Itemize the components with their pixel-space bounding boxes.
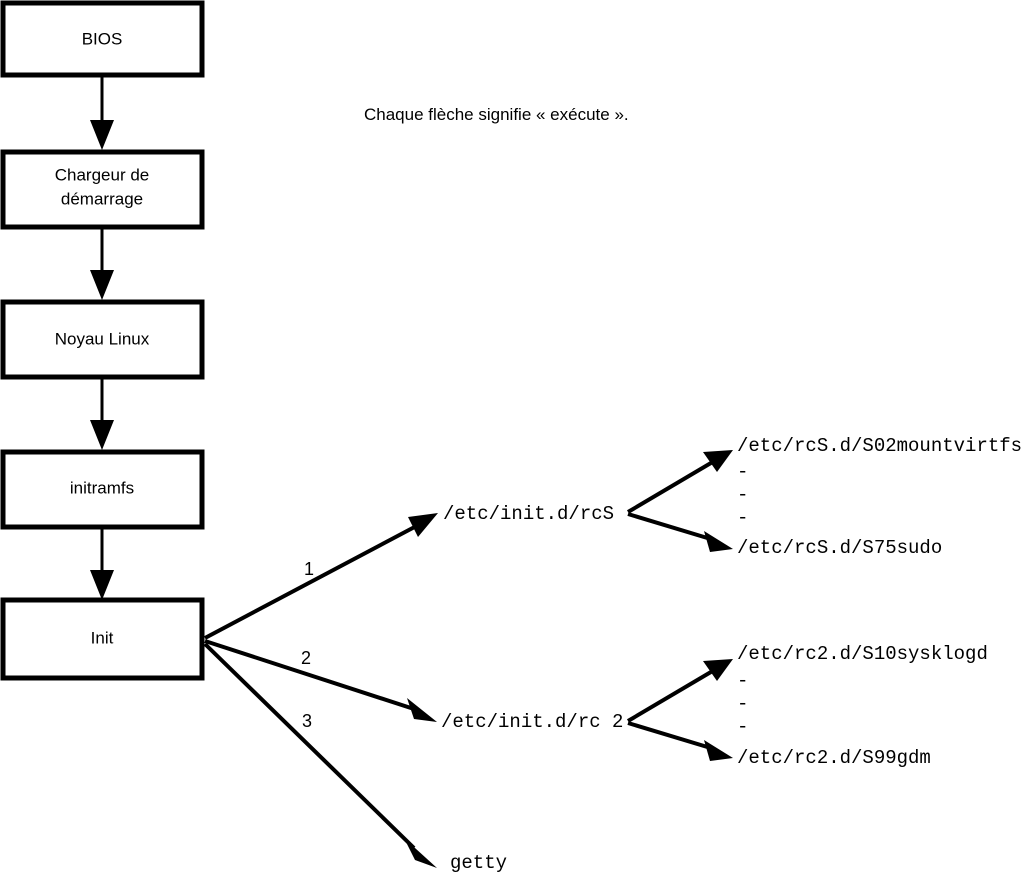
arrow-shaft [204, 639, 415, 711]
node-bios: BIOS [0, 0, 205, 78]
rc2-ellipsis-dash-3: - [737, 716, 748, 738]
rcs-ellipsis-dash-2: - [737, 484, 748, 506]
node-bios-label: BIOS [82, 29, 123, 48]
arrow-initramfs-to-init [90, 527, 114, 600]
label-etc-initd-rc2: /etc/init.d/rc 2 [441, 711, 623, 733]
arrow-shaft [627, 512, 715, 542]
arrow-head [704, 531, 733, 552]
node-initramfs: initramfs [0, 449, 205, 530]
arrow-init-to-rcs [204, 513, 438, 640]
node-init-box [0, 597, 205, 681]
arrow-head [703, 450, 733, 472]
node-bootloader: Chargeur de démarrage [0, 149, 205, 230]
arrow-init-to-rc2 [204, 639, 437, 722]
label-rc2-d-s99gdm: /etc/rc2.d/S99gdm [737, 747, 931, 769]
branch-number-3: 3 [302, 711, 312, 731]
arrow-bootloader-to-kernel [90, 227, 114, 300]
branch-number-1: 1 [304, 559, 314, 579]
node-kernel-label: Noyau Linux [55, 329, 150, 348]
rc2-ellipsis-dash-2: - [737, 693, 748, 715]
rcs-ellipsis-dash-1: - [737, 461, 748, 483]
node-bootloader-box [0, 149, 205, 230]
label-etc-initd-rcs: /etc/init.d/rcS [443, 503, 614, 525]
arrow-head [90, 120, 114, 150]
rcs-ellipsis-dash-3: - [737, 507, 748, 529]
arrow-head [704, 740, 733, 761]
arrow-rc2-to-first-script [626, 659, 733, 723]
arrow-rcs-to-first-script [626, 450, 733, 514]
arrow-shaft [626, 458, 718, 514]
arrow-init-to-getty [203, 642, 437, 868]
arrow-shaft [204, 520, 425, 640]
node-initramfs-label: initramfs [70, 478, 134, 497]
arrow-kernel-to-initramfs [90, 377, 114, 450]
arrow-head [408, 513, 438, 537]
arrow-head [703, 659, 733, 681]
node-kernel-box [0, 299, 205, 380]
arrow-rcs-to-last-script [627, 512, 733, 552]
arrow-head [90, 270, 114, 300]
label-rc2-d-s10sysklogd: /etc/rc2.d/S10sysklogd [737, 643, 988, 665]
arrow-head [404, 838, 437, 868]
node-bootloader-label-line2: démarrage [61, 189, 143, 208]
arrow-head [90, 420, 114, 450]
arrow-shaft [626, 667, 718, 723]
label-getty: getty [450, 852, 507, 874]
arrow-head [90, 570, 114, 600]
node-kernel: Noyau Linux [0, 299, 205, 380]
arrow-head [407, 698, 437, 722]
node-init-label: Init [91, 628, 114, 647]
arrow-shaft [627, 721, 715, 751]
arrow-rc2-to-last-script [627, 721, 733, 761]
caption-label: Chaque flèche signifie « exécute ». [364, 105, 629, 124]
node-init: Init [0, 597, 205, 681]
label-rcs-d-s02mountvirtfs: /etc/rcS.d/S02mountvirtfs [737, 435, 1022, 457]
rc2-ellipsis-dash-1: - [737, 670, 748, 692]
arrow-bios-to-bootloader [90, 75, 114, 150]
branch-number-2: 2 [301, 648, 311, 668]
arrow-shaft [203, 642, 416, 850]
node-bootloader-label-line1: Chargeur de [55, 165, 150, 184]
label-rcs-d-s75sudo: /etc/rcS.d/S75sudo [737, 537, 942, 559]
